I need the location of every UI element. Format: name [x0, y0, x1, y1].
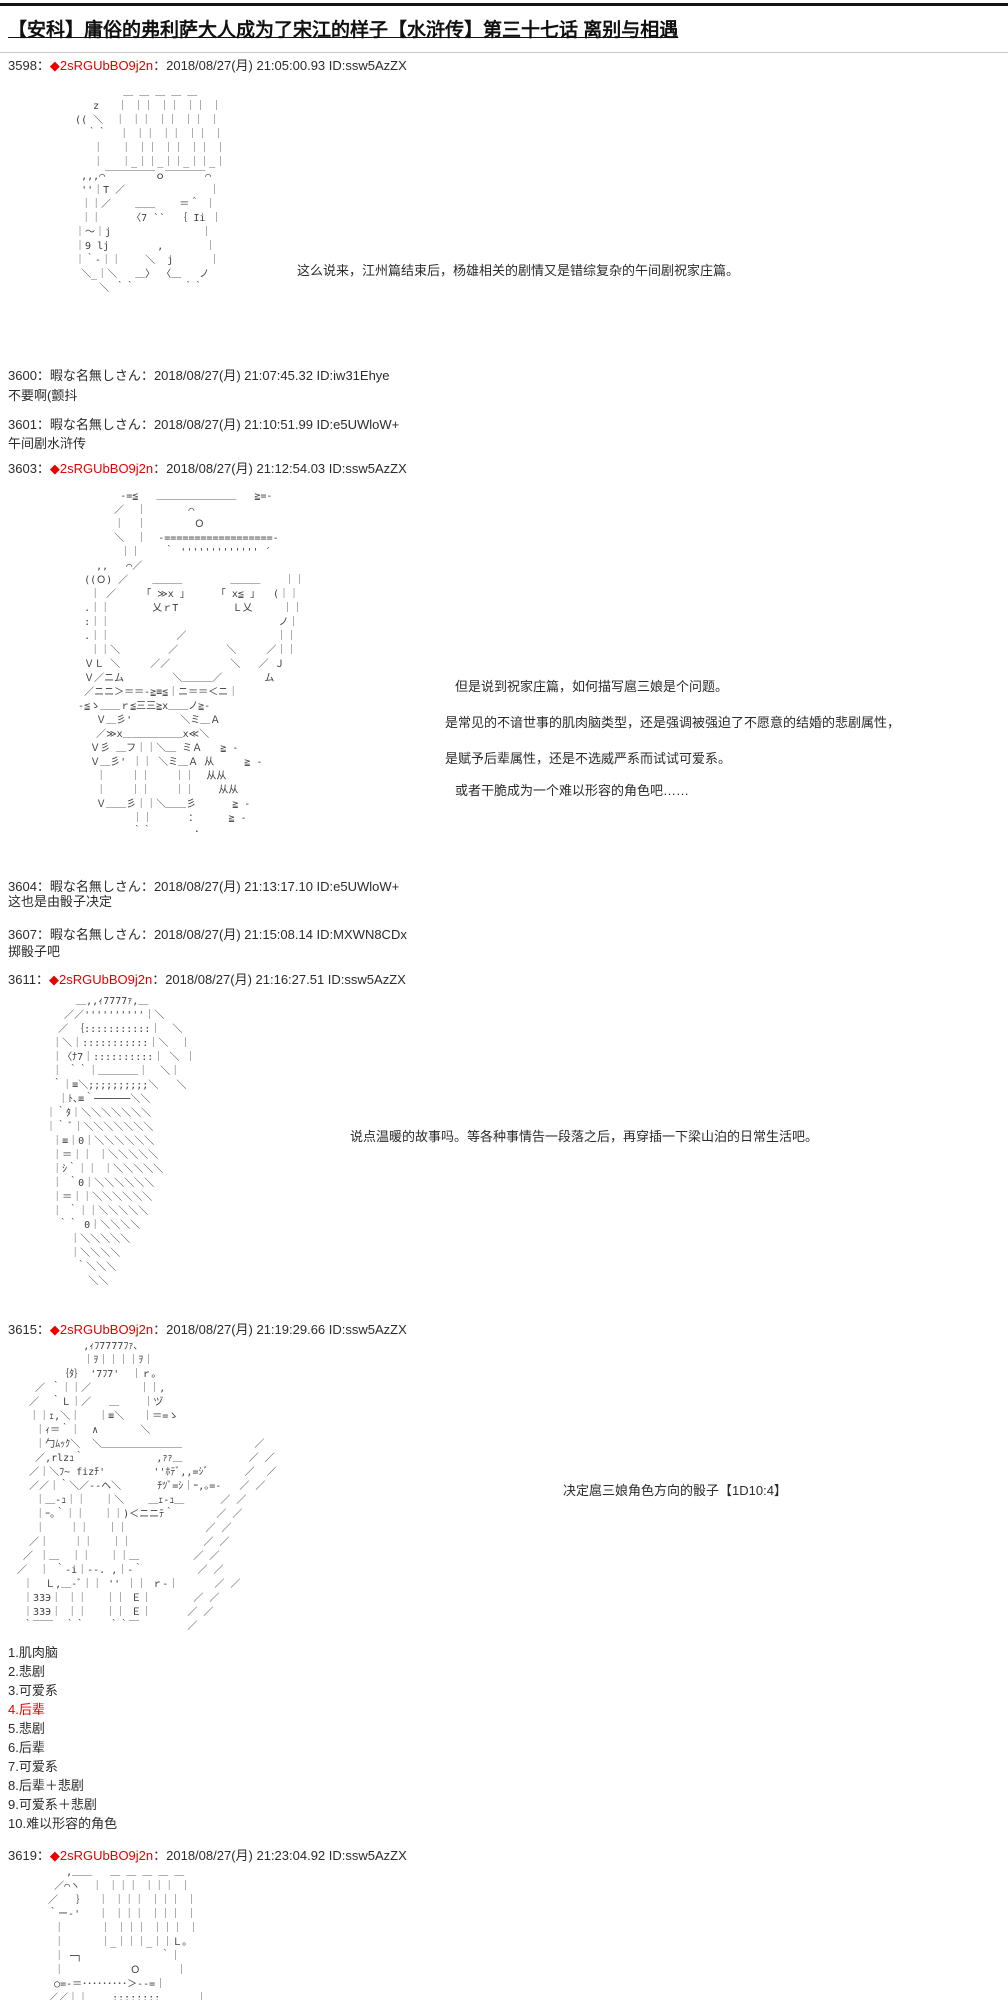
list-item-rolled: 4.后辈 — [8, 1702, 45, 1717]
list-item: 8.后辈＋悲剧 — [8, 1778, 84, 1793]
dice-option-list: 1.肌肉脑 2.悲剧 3.可爱系 4.后辈 5.悲剧 6.后辈 7.可爱系 8.… — [8, 1643, 117, 1833]
post-meta: ：2018/08/27(月) 21:05:00.93 ID:ssw5AzZX — [153, 58, 407, 73]
poster-tripcode[interactable]: ◆2sRGUbBO9j2n — [49, 461, 154, 476]
post-meta: ：2018/08/27(月) 21:15:08.14 ID:MXWN8CDx — [140, 927, 407, 942]
poster-tripcode[interactable]: ◆2sRGUbBO9j2n — [49, 1848, 154, 1863]
post-meta: ：2018/08/27(月) 21:16:27.51 ID:ssw5AzZX — [152, 972, 406, 987]
post-number: 3619： — [8, 1848, 50, 1863]
post-number: 3615： — [8, 1322, 50, 1337]
post-header: 3615：◆2sRGUbBO9j2n：2018/08/27(月) 21:19:2… — [8, 1319, 407, 1338]
top-divider — [0, 3, 1008, 6]
poster-tripcode[interactable]: ◆2sRGUbBO9j2n — [48, 972, 153, 987]
post-meta: ：2018/08/27(月) 21:12:54.03 ID:ssw5AzZX — [153, 461, 407, 476]
poster-name: 暇な名無しさん — [49, 368, 141, 383]
post-body-text: 这也是由骰子决定 — [8, 894, 113, 909]
post-meta: ：2018/08/27(月) 21:07:45.32 ID:iw31Ehye — [140, 368, 390, 383]
list-item: 6.后辈 — [8, 1740, 45, 1755]
post-header: 3600：暇な名無しさん：2018/08/27(月) 21:07:45.32 I… — [8, 365, 390, 384]
list-item: 9.可爱系＋悲剧 — [8, 1797, 97, 1812]
post-meta: ：2018/08/27(月) 21:23:04.92 ID:ssw5AzZX — [153, 1848, 407, 1863]
post-header: 3604：暇な名無しさん：2018/08/27(月) 21:13:17.10 I… — [8, 876, 399, 895]
title-divider — [0, 52, 1008, 53]
post-number: 3607： — [8, 927, 50, 942]
post-header: 3603：◆2sRGUbBO9j2n：2018/08/27(月) 21:12:5… — [8, 458, 407, 477]
post-meta: ：2018/08/27(月) 21:19:29.66 ID:ssw5AzZX — [153, 1322, 407, 1337]
post-number: 3600： — [8, 368, 50, 383]
post-header: 3619：◆2sRGUbBO9j2n：2018/08/27(月) 21:23:0… — [8, 1845, 407, 1864]
list-item: 10.难以形容的角色 — [8, 1816, 118, 1831]
ascii-art: ,ｨﾌ7777ﾌｧ､ ｜ｦ｜｜｜｜ｦ｜ ｛ﾀ｝ '7ﾌ7' ｜ｒ｡ ／ ｀｜｜／… — [17, 1341, 277, 1632]
post-number: 3611： — [8, 972, 49, 987]
post-number: 3598： — [8, 58, 50, 73]
post-body-text: 掷骰子吧 — [8, 944, 61, 959]
dialogue-text: 是常见的不谙世事的肌肉脑类型，还是强调被强迫了不愿意的结婚的悲剧属性， — [445, 715, 901, 730]
post-body-text: 不要啊(颤抖 — [8, 388, 78, 403]
post-header: 3601：暇な名無しさん：2018/08/27(月) 21:10:51.99 I… — [8, 414, 399, 433]
dialogue-text: 是赋予后辈属性，还是不选威严系而试试可爱系。 — [445, 751, 732, 766]
post-number: 3601： — [8, 417, 50, 432]
poster-tripcode[interactable]: ◆2sRGUbBO9j2n — [49, 1322, 154, 1337]
post-number: 3603： — [8, 461, 50, 476]
post-body-text: 午间剧水浒传 — [8, 436, 87, 451]
dialogue-text: 或者干脆成为一个难以形容的角色吧…… — [455, 783, 690, 798]
post-header: 3611：◆2sRGUbBO9j2n：2018/08/27(月) 21:16:2… — [8, 969, 406, 988]
poster-name: 暇な名無しさん — [49, 417, 141, 432]
dialogue-text: 这么说来，江州篇结束后，杨雄相关的剧情又是错综复杂的午间剧祝家庄篇。 — [297, 263, 740, 278]
dialogue-text: 但是说到祝家庄篇，如何描写扈三娘是个问题。 — [455, 679, 729, 694]
list-item: 3.可爱系 — [8, 1683, 58, 1698]
ascii-art: ＿,,ｨ7777ｧ,＿ ／／''''''''''｜＼ ／ ｛::::::::::… — [46, 996, 196, 1287]
list-item: 7.可爱系 — [8, 1759, 58, 1774]
ascii-art: -=≦ ＿＿＿＿＿＿＿＿ ≧=- ／ ｜ ⌒ ｜ ｜ Ｏ ＼ ｜ -======… — [78, 491, 305, 838]
poster-name: 暇な名無しさん — [49, 879, 141, 894]
post-number: 3604： — [8, 879, 50, 894]
list-item: 1.肌肉脑 — [8, 1645, 58, 1660]
ascii-art: ,＿＿ ＿ ＿ ＿ ＿ ＿ ／⌒ヽ ｜ ｜｜｜ ｜｜｜ ｜ ／ ｝ ｜ ｜｜｜ … — [48, 1867, 207, 2000]
post-header: 3607：暇な名無しさん：2018/08/27(月) 21:15:08.14 I… — [8, 924, 407, 943]
list-item: 5.悲剧 — [8, 1721, 45, 1736]
dialogue-text: 说点温暖的故事吗。等各种事情告一段落之后，再穿插一下梁山泊的日常生活吧。 — [350, 1129, 819, 1144]
post-meta: ：2018/08/27(月) 21:13:17.10 ID:e5UWloW+ — [140, 879, 400, 894]
poster-name: 暇な名無しさん — [49, 927, 141, 942]
post-header: 3598：◆2sRGUbBO9j2n：2018/08/27(月) 21:05:0… — [8, 55, 407, 74]
list-item: 2.悲剧 — [8, 1664, 45, 1679]
dialogue-text: 决定扈三娘角色方向的骰子【1D10:4】 — [563, 1483, 787, 1498]
ascii-art: ＿ ＿ ＿ ＿ ＿ z ｜ ｜｜ ｜｜ ｜｜ ｜ (( ＼ ｜ ｜｜ ｜｜ ｜｜… — [75, 87, 226, 294]
post-meta: ：2018/08/27(月) 21:10:51.99 ID:e5UWloW+ — [140, 417, 400, 432]
poster-tripcode[interactable]: ◆2sRGUbBO9j2n — [49, 58, 154, 73]
thread-title: 【安科】庸俗的弗利萨大人成为了宋江的样子【水浒传】第三十七话 离别与相遇 — [8, 20, 679, 41]
